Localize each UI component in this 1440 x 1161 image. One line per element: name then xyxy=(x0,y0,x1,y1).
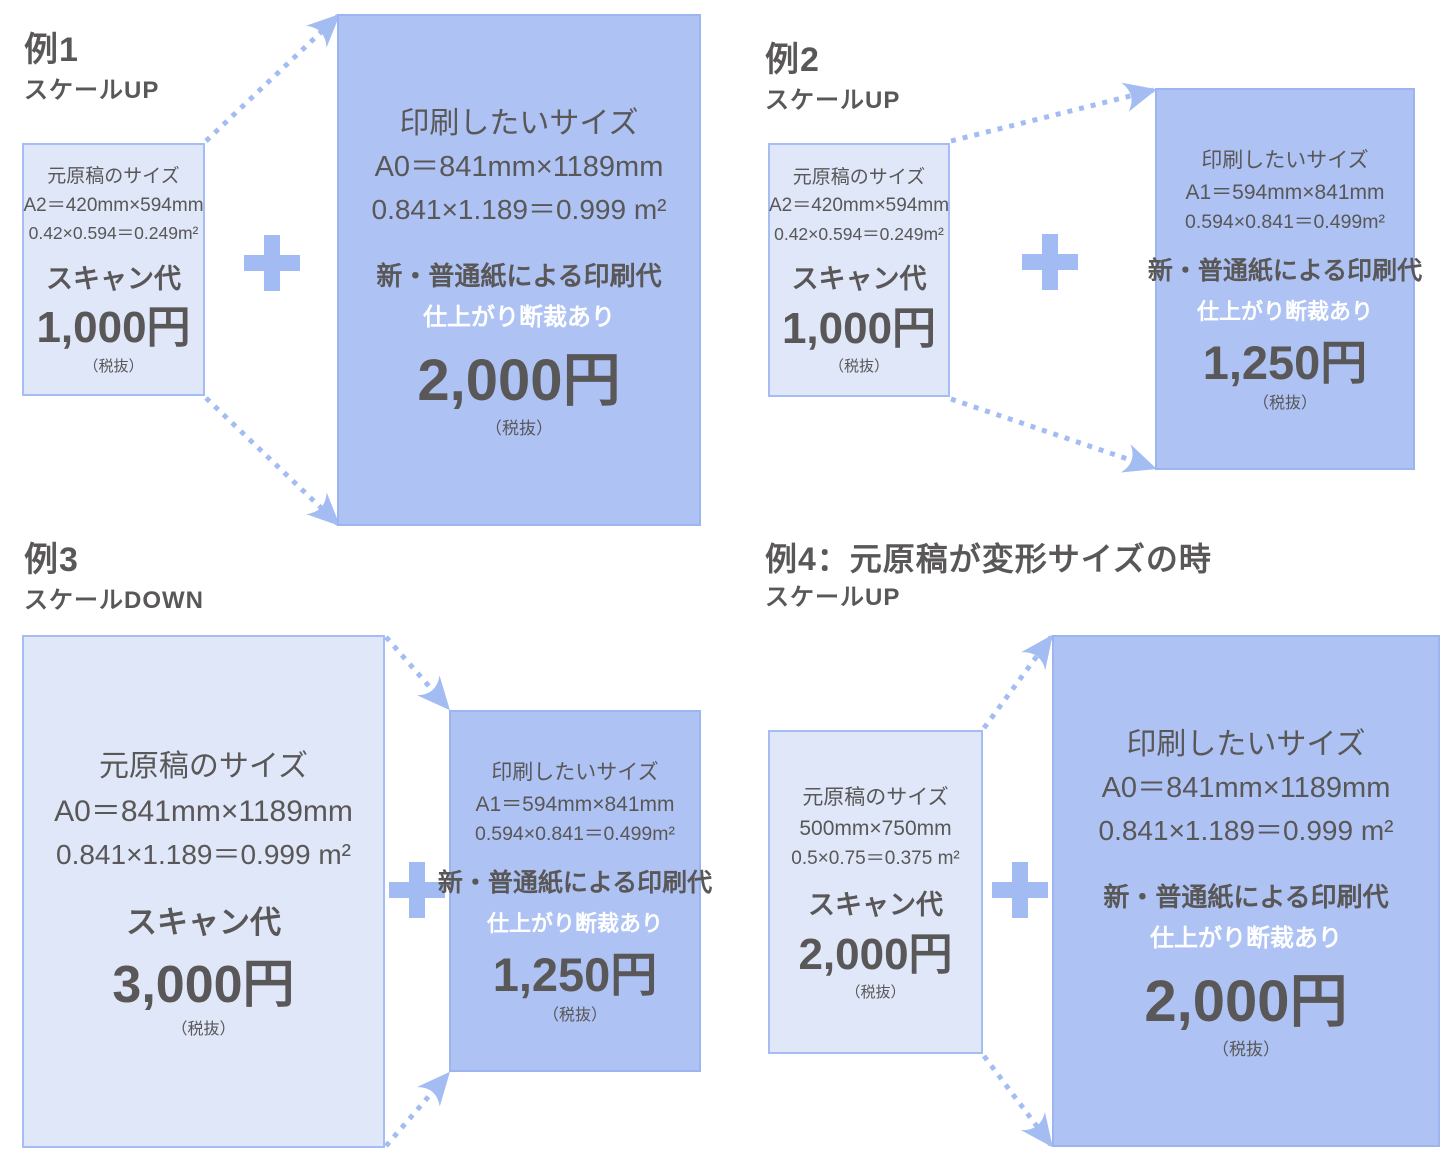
target-dimensions: A1＝594mm×841mm xyxy=(475,792,675,816)
tax-note: （税抜） xyxy=(828,358,889,376)
print-price: 1,250円 xyxy=(492,947,658,1001)
source-area: 0.42×0.594＝0.249m² xyxy=(774,223,944,244)
target-area: 0.594×0.841＝0.499m² xyxy=(474,823,676,845)
example-1-source-box: 元原稿のサイズ A2＝420mm×594mm 0.42×0.594＝0.249m… xyxy=(22,143,205,396)
print-price: 2,000円 xyxy=(1144,969,1348,1035)
example-2-heading: 例2 スケールUP xyxy=(765,40,900,116)
tax-note: （税抜） xyxy=(1212,1039,1280,1059)
print-cost-label: 新・普通紙による印刷代 xyxy=(1103,882,1389,913)
example-3-scale-label: スケールDOWN xyxy=(24,586,204,614)
source-dimensions: A2＝420mm×594mm xyxy=(768,195,950,217)
example-3-target-box: 印刷したいサイズ A1＝594mm×841mm 0.594×0.841＝0.49… xyxy=(438,710,712,1072)
plus-icon xyxy=(1022,234,1078,290)
tax-note: （税抜） xyxy=(171,1021,236,1039)
example-1-scale-label: スケールUP xyxy=(24,76,160,104)
target-size-title: 印刷したいサイズ xyxy=(491,761,659,784)
example-3-label: 例3 xyxy=(24,541,79,579)
example-4-source-box: 元原稿のサイズ 500mm×750mm 0.5×0.75＝0.375 m² スキ… xyxy=(768,730,983,1054)
target-dimensions: A0＝841mm×1189mm xyxy=(1101,771,1391,804)
scan-price: 3,000円 xyxy=(112,956,295,1015)
scale-arrow xyxy=(384,635,450,711)
example-2-source-box: 元原稿のサイズ A2＝420mm×594mm 0.42×0.594＝0.249m… xyxy=(768,143,950,397)
finish-cut-label: 仕上がり断裁あり xyxy=(486,910,663,936)
scan-cost-label: スキャン代 xyxy=(791,264,927,295)
source-size-title: 元原稿のサイズ xyxy=(98,749,309,783)
tax-note: （税抜） xyxy=(83,357,144,375)
scale-arrow xyxy=(950,396,1157,473)
source-size-title: 元原稿のサイズ xyxy=(47,166,180,188)
target-size-title: 印刷したいサイズ xyxy=(1201,149,1369,172)
target-size-title: 印刷したいサイズ xyxy=(399,106,639,140)
scan-cost-label: スキャン代 xyxy=(126,904,281,940)
print-cost-label: 新・普通紙による印刷代 xyxy=(376,261,662,292)
print-price: 1,250円 xyxy=(1202,335,1368,389)
target-dimensions: A1＝594mm×841mm xyxy=(1185,180,1385,204)
source-size-title: 元原稿のサイズ xyxy=(792,166,926,188)
example-1-label: 例1 xyxy=(24,31,79,69)
source-dimensions: A2＝420mm×594mm xyxy=(23,194,204,216)
print-cost-label: 新・普通紙による印刷代 xyxy=(1147,257,1423,286)
scale-arrow xyxy=(204,396,341,527)
scan-price: 1,000円 xyxy=(36,303,191,353)
tax-note: （税抜） xyxy=(1252,394,1317,412)
example-2-label: 例2 xyxy=(765,41,820,79)
target-dimensions: A0＝841mm×1189mm xyxy=(374,150,664,183)
source-area: 0.5×0.75＝0.375 m² xyxy=(791,847,960,869)
target-size-title: 印刷したいサイズ xyxy=(1126,727,1366,761)
scan-price: 2,000円 xyxy=(798,929,953,979)
scan-price: 1,000円 xyxy=(781,303,937,353)
example-3-source-box: 元原稿のサイズ A0＝841mm×1189mm 0.841×1.189＝0.99… xyxy=(22,635,385,1148)
example-2-target-box: 印刷したいサイズ A1＝594mm×841mm 0.594×0.841＝0.49… xyxy=(1148,88,1422,470)
scale-arrow xyxy=(384,1071,450,1148)
example-4-label: 例4：元原稿が変形サイズの時 xyxy=(765,541,1212,577)
scale-arrow xyxy=(981,634,1054,730)
example-4-scale-label: スケールUP xyxy=(765,584,901,612)
source-dimensions: 500mm×750mm xyxy=(799,817,952,841)
source-size-title: 元原稿のサイズ xyxy=(802,785,949,809)
scale-arrow xyxy=(204,13,341,143)
tax-note: （税抜） xyxy=(485,418,553,438)
source-area: 0.841×1.189＝0.999 m² xyxy=(56,838,351,870)
tax-note: （税抜） xyxy=(845,984,906,1002)
finish-cut-label: 仕上がり断裁あり xyxy=(423,304,615,332)
target-area: 0.594×0.841＝0.499m² xyxy=(1184,211,1386,233)
example-1-target-box: 印刷したいサイズ A0＝841mm×1189mm 0.841×1.189＝0.9… xyxy=(337,14,701,526)
target-area: 0.841×1.189＝0.999 m² xyxy=(1098,815,1394,847)
scan-cost-label: スキャン代 xyxy=(808,890,943,921)
target-area: 0.841×1.189＝0.999 m² xyxy=(371,194,667,226)
source-dimensions: A0＝841mm×1189mm xyxy=(54,794,353,828)
example-2-scale-label: スケールUP xyxy=(765,86,901,114)
source-area: 0.42×0.594＝0.249m² xyxy=(28,223,199,244)
print-cost-label: 新・普通紙による印刷代 xyxy=(437,869,713,898)
plus-icon xyxy=(992,862,1048,918)
scale-arrow xyxy=(950,82,1157,144)
example-3-heading: 例3 スケールDOWN xyxy=(24,540,204,616)
plus-icon xyxy=(244,235,300,291)
example-4-heading: 例4：元原稿が変形サイズの時 スケールUP xyxy=(765,540,1212,613)
print-price: 2,000円 xyxy=(417,348,621,414)
tax-note: （税抜） xyxy=(542,1006,607,1024)
example-4-target-box: 印刷したいサイズ A0＝841mm×1189mm 0.841×1.189＝0.9… xyxy=(1052,635,1440,1147)
scan-cost-label: スキャン代 xyxy=(46,263,181,294)
finish-cut-label: 仕上がり断裁あり xyxy=(1196,298,1373,324)
plus-icon xyxy=(389,862,445,918)
example-1-heading: 例1 スケールUP xyxy=(24,30,159,106)
finish-cut-label: 仕上がり断裁あり xyxy=(1150,925,1342,953)
scale-arrow xyxy=(982,1054,1053,1148)
